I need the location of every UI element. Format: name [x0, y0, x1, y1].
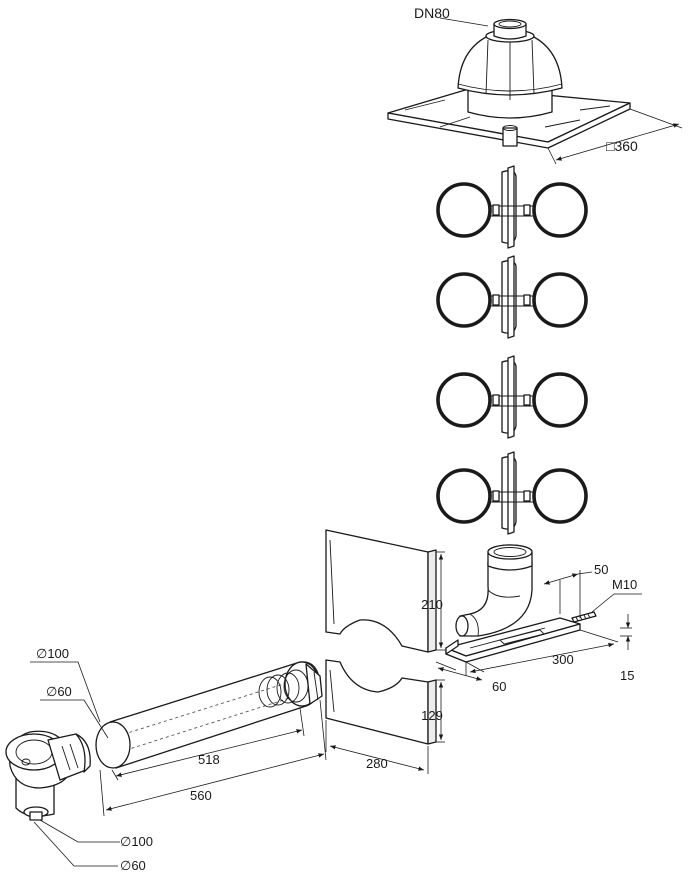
pipe-clamp-2	[436, 255, 588, 339]
label-15: 15	[620, 668, 634, 683]
concentric-pipe: ∅100 ∅60 518 560	[30, 646, 327, 817]
label-280: 280	[366, 756, 388, 771]
pipe-clamp-3	[436, 355, 588, 439]
roof-terminal-cap: DN80 □360	[387, 5, 683, 165]
support-bend-with-bracket: 210 60 300 50 M10 15	[421, 544, 642, 694]
label-m10: M10	[612, 577, 637, 592]
dimension-129: 129	[421, 679, 445, 743]
wall-cover-plate-lower	[325, 659, 437, 745]
pipe-clamp-1	[436, 165, 588, 249]
dimension-280: 280	[325, 720, 429, 774]
label-560: 560	[190, 788, 212, 803]
label-60-bracket: 60	[492, 679, 506, 694]
label-dia60-top: ∅60	[46, 684, 72, 699]
label-dia100-top: ∅100	[36, 646, 69, 661]
wall-cover-plate-upper	[325, 529, 437, 653]
label-210: 210	[421, 597, 443, 612]
label-square-360: □360	[606, 138, 638, 154]
label-518: 518	[198, 752, 220, 767]
label-129: 129	[421, 708, 443, 723]
label-dn80: DN80	[414, 5, 450, 21]
label-dia60-bottom: ∅60	[120, 858, 146, 873]
pipe-clamp-4	[436, 451, 588, 535]
label-300: 300	[552, 652, 574, 667]
label-50: 50	[594, 562, 608, 577]
concentric-elbow: ∅100 ∅60	[5, 730, 153, 873]
label-dia100-bottom: ∅100	[120, 834, 153, 849]
